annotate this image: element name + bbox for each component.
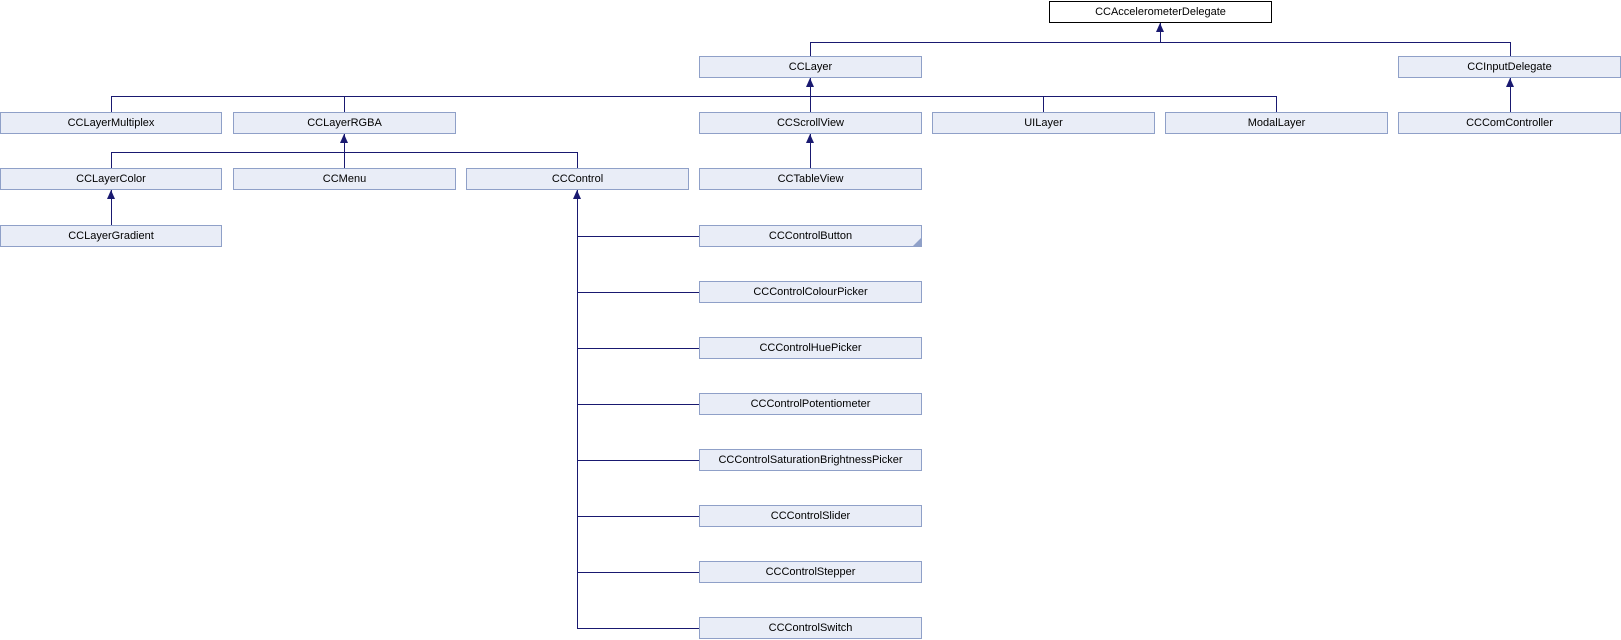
edge-line	[1510, 78, 1511, 112]
class-node-cccomcontroller[interactable]: CCComController	[1398, 112, 1621, 134]
edge-line	[577, 404, 699, 405]
edge-line	[111, 190, 112, 225]
edge-line	[577, 152, 578, 168]
edge-line	[810, 78, 811, 112]
class-node-cclayercolor[interactable]: CCLayerColor	[0, 168, 222, 190]
edge-line	[810, 42, 1510, 43]
class-node-cctableview[interactable]: CCTableView	[699, 168, 922, 190]
edge-line	[111, 96, 1277, 97]
class-node-ccinputdelegate[interactable]: CCInputDelegate	[1398, 56, 1621, 78]
truncated-children-fold-icon	[913, 238, 921, 246]
class-node-modallayer[interactable]: ModalLayer	[1165, 112, 1388, 134]
class-node-cclayermultiplex[interactable]: CCLayerMultiplex	[0, 112, 222, 134]
edge-line	[577, 460, 699, 461]
edge-line	[577, 348, 699, 349]
class-node-cclayer[interactable]: CCLayer	[699, 56, 922, 78]
inheritance-arrowhead-icon	[573, 190, 581, 199]
edge-line	[1510, 42, 1511, 56]
class-node-cccontrol[interactable]: CCControl	[466, 168, 689, 190]
inheritance-arrowhead-icon	[1156, 23, 1164, 32]
edge-line	[577, 190, 578, 628]
inheritance-arrowhead-icon	[1506, 78, 1514, 87]
class-node-ccmenu[interactable]: CCMenu	[233, 168, 456, 190]
edge-line	[111, 152, 112, 168]
class-node-cccontrolpotentiometer[interactable]: CCControlPotentiometer	[699, 393, 922, 415]
edge-line	[577, 292, 699, 293]
edge-line	[344, 134, 345, 168]
edge-line	[810, 42, 811, 56]
edge-line	[810, 134, 811, 168]
class-node-uilayer[interactable]: UILayer	[932, 112, 1155, 134]
class-node-cccontrolcolourpicker[interactable]: CCControlColourPicker	[699, 281, 922, 303]
class-node-cccontrolsaturationbrightnesspicker[interactable]: CCControlSaturationBrightnessPicker	[699, 449, 922, 471]
edge-line	[344, 96, 345, 112]
class-node-ccscrollview[interactable]: CCScrollView	[699, 112, 922, 134]
class-node-label: CCControlButton	[768, 230, 853, 242]
edge-line	[1043, 96, 1044, 112]
edge-line	[577, 572, 699, 573]
inheritance-arrowhead-icon	[806, 78, 814, 87]
class-node-ccaccelerometerdelegate[interactable]: CCAccelerometerDelegate	[1049, 1, 1272, 23]
edge-line	[577, 236, 699, 237]
inheritance-arrowhead-icon	[107, 190, 115, 199]
class-node-cccontrolhuepicker[interactable]: CCControlHuePicker	[699, 337, 922, 359]
edge-line	[111, 96, 112, 112]
inheritance-arrowhead-icon	[340, 134, 348, 143]
class-node-cclayerrgba[interactable]: CCLayerRGBA	[233, 112, 456, 134]
edge-line	[577, 628, 699, 629]
class-node-cccontrolstepper[interactable]: CCControlStepper	[699, 561, 922, 583]
edge-line	[1276, 96, 1277, 112]
edge-line	[577, 516, 699, 517]
class-node-cccontrolslider[interactable]: CCControlSlider	[699, 505, 922, 527]
edge-line	[1160, 23, 1161, 42]
class-node-cccontrolbutton[interactable]: CCControlButton	[699, 225, 922, 247]
inheritance-arrowhead-icon	[806, 134, 814, 143]
class-node-cclayergradient[interactable]: CCLayerGradient	[0, 225, 222, 247]
class-node-cccontrolswitch[interactable]: CCControlSwitch	[699, 617, 922, 639]
